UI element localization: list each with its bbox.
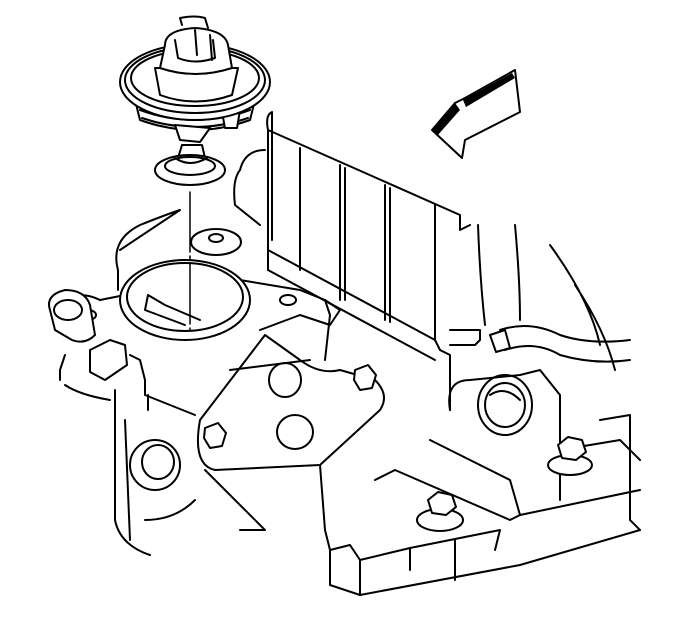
thermostat — [119, 15, 271, 143]
bolt-right — [547, 436, 593, 476]
bolt-left — [48, 289, 128, 381]
thermostat-seal — [154, 144, 226, 186]
arrow-icon — [431, 69, 521, 159]
bolt-lower — [416, 491, 464, 532]
engine-block-right — [329, 369, 641, 596]
bracket — [129, 299, 385, 551]
coolant-pipe — [489, 325, 631, 363]
intake-manifold — [233, 111, 616, 411]
